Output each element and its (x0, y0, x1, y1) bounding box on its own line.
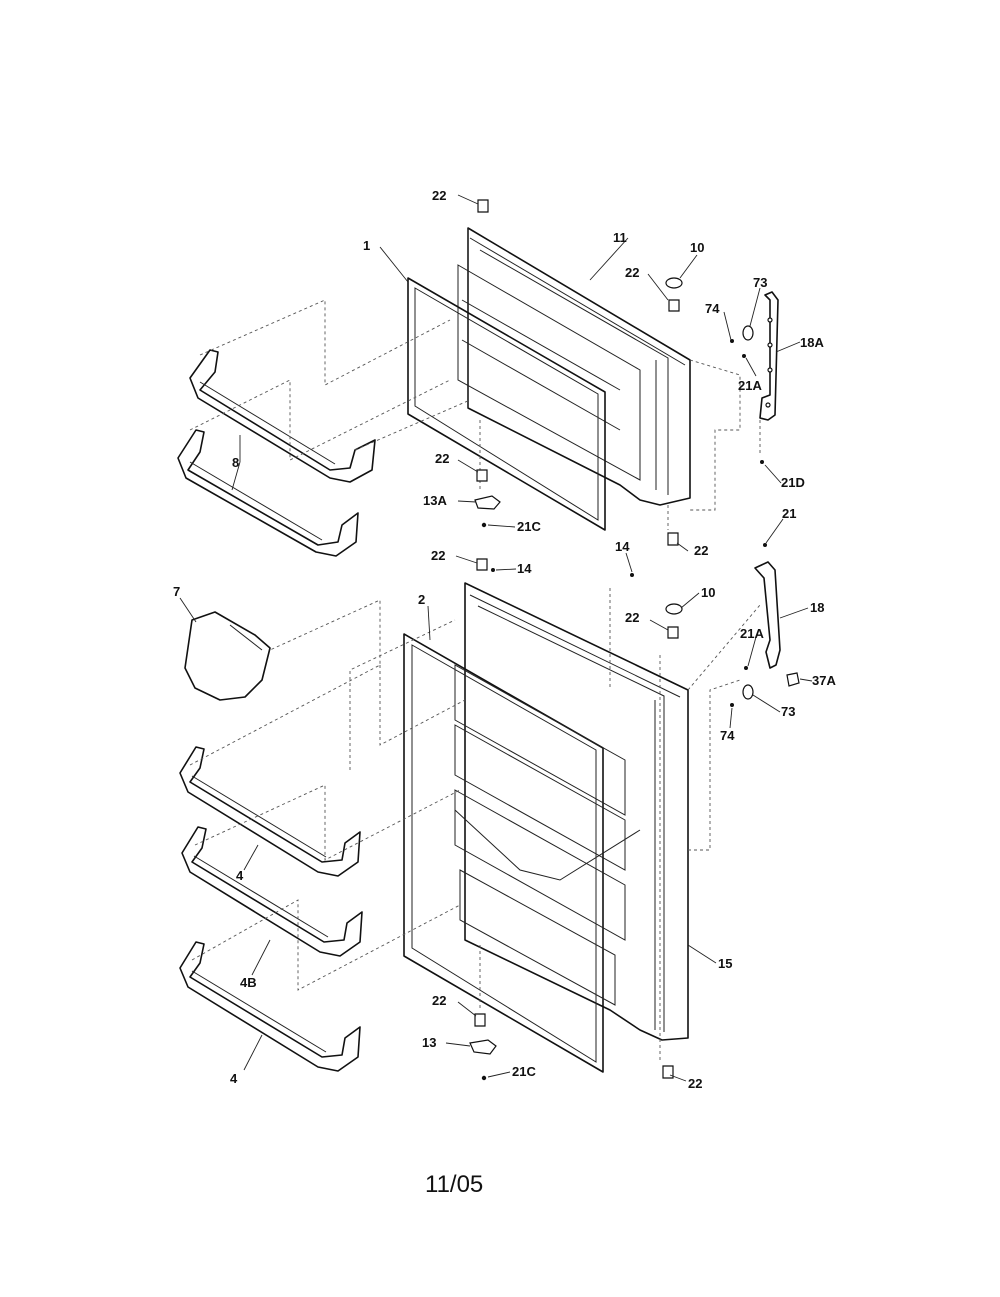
leader-lines (179, 194, 813, 1082)
label-73: 73 (781, 704, 795, 719)
pin-22-c (476, 469, 488, 482)
fresh-food-door-shelf-3 (179, 941, 361, 1072)
label-14: 14 (615, 539, 630, 554)
freezer-door-shelf-upper (189, 349, 376, 483)
label-21: 21 (782, 506, 796, 521)
bushing-73-lower (742, 684, 754, 700)
cam-13 (469, 1039, 497, 1055)
label-22: 22 (432, 993, 446, 1008)
label-11: 11 (613, 230, 627, 245)
label-18a: 18A (800, 335, 824, 350)
label-22: 22 (688, 1076, 702, 1091)
label-22: 22 (432, 188, 446, 203)
label-4: 4 (230, 1071, 238, 1086)
label-13a: 13A (423, 493, 447, 508)
fresh-food-door-gasket (403, 633, 604, 1073)
pin-22-e (476, 558, 488, 571)
fresh-food-door-panel (464, 582, 689, 1041)
pin-22-f (667, 626, 679, 639)
label-22: 22 (431, 548, 445, 563)
label-21c: 21C (517, 519, 541, 534)
pin-22-d (667, 532, 679, 546)
label-22: 22 (625, 265, 639, 280)
label-37a: 37A (812, 673, 836, 688)
label-1: 1 (363, 238, 370, 253)
label-22: 22 (625, 610, 639, 625)
label-21a: 21A (738, 378, 762, 393)
label-18: 18 (810, 600, 824, 615)
pin-22-top (477, 199, 489, 213)
label-15: 15 (718, 956, 732, 971)
label-4b: 4B (240, 975, 257, 990)
label-2: 2 (418, 592, 425, 607)
date-code: 11/05 (425, 1171, 483, 1198)
label-10: 10 (701, 585, 715, 600)
lower-hinge-18 (754, 561, 781, 669)
label-10: 10 (690, 240, 704, 255)
freezer-door-panel (467, 227, 691, 506)
label-14: 14 (517, 561, 532, 576)
fresh-food-door-assembly (179, 582, 761, 1073)
label-4: 4 (236, 868, 244, 883)
freezer-door-assembly (177, 227, 761, 557)
label-22: 22 (435, 451, 449, 466)
pin-22-g (474, 1013, 486, 1027)
upper-hinge-18a (759, 291, 779, 421)
label-73: 73 (753, 275, 767, 290)
hardware (469, 199, 800, 1081)
cap-10-upper (665, 277, 683, 289)
stop-37a (786, 672, 800, 687)
fresh-food-door-shelf-1 (179, 746, 361, 877)
freezer-door-gasket (407, 277, 606, 531)
label-21c: 21C (512, 1064, 536, 1079)
pin-22-b (668, 299, 680, 312)
label-7: 7 (173, 584, 180, 599)
freezer-door-shelf-lower (177, 429, 359, 557)
cap-10-lower (665, 603, 683, 615)
cam-13a (474, 495, 501, 510)
fresh-food-door-shelf-2 (181, 826, 363, 957)
label-21d: 21D (781, 475, 805, 490)
label-13: 13 (422, 1035, 436, 1050)
label-22: 22 (694, 543, 708, 558)
label-8: 8 (232, 455, 239, 470)
dairy-compartment-cover (184, 611, 271, 701)
part-labels: 22 11 10 22 73 74 18A 1 21A 8 22 21D 13A… (173, 188, 836, 1091)
pin-22-h (662, 1065, 674, 1079)
bushing-73-upper (742, 325, 754, 341)
label-21a: 21A (740, 626, 764, 641)
label-74: 74 (720, 728, 735, 743)
label-74: 74 (705, 301, 720, 316)
